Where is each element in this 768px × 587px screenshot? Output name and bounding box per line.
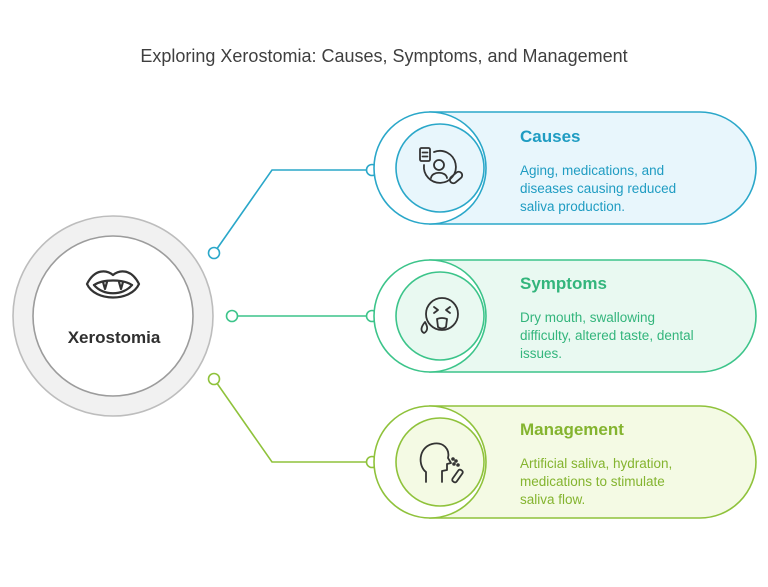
connector-causes <box>207 163 379 260</box>
open-mouth-icon <box>85 270 141 299</box>
card-management <box>373 405 757 519</box>
card-title-symptoms: Symptoms <box>520 274 607 293</box>
desc-line: issues. <box>520 346 563 361</box>
card-symptoms <box>373 259 757 373</box>
desc-line: difficulty, altered taste, dental <box>520 328 694 343</box>
desc-line: Aging, medications, and <box>520 163 665 178</box>
center-node <box>12 215 214 417</box>
center-label: Xerostomia <box>67 328 161 347</box>
desc-line: medications to stimulate <box>520 474 665 489</box>
desc-line: saliva production. <box>520 199 626 214</box>
connector-management <box>207 372 379 469</box>
sick-face-drop-icon <box>420 297 459 334</box>
desc-line: diseases causing reduced <box>520 181 677 196</box>
desc-line: saliva flow. <box>520 492 586 507</box>
page-title: Exploring Xerostomia: Causes, Symptoms, … <box>140 46 628 66</box>
desc-line: Artificial saliva, hydration, <box>520 456 673 471</box>
card-desc-causes: Aging, medications, and diseases causing… <box>520 162 676 216</box>
card-desc-management: Artificial saliva, hydration, medication… <box>520 455 672 509</box>
connector-symptoms <box>225 309 379 323</box>
head-spray-icon <box>419 442 464 484</box>
card-title-causes: Causes <box>520 127 581 146</box>
patient-medication-icon <box>419 147 464 185</box>
card-desc-symptoms: Dry mouth, swallowing difficulty, altere… <box>520 309 694 363</box>
desc-line: Dry mouth, swallowing <box>520 310 656 325</box>
card-title-management: Management <box>520 420 624 439</box>
card-causes <box>373 111 757 225</box>
